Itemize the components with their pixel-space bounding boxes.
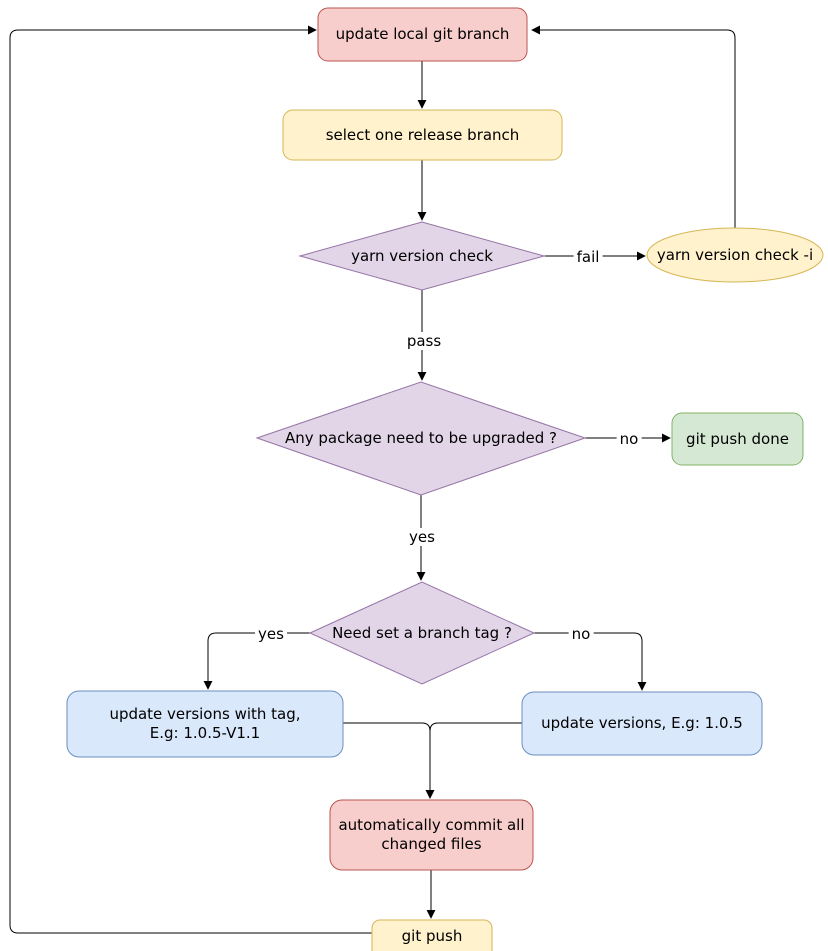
node-shape-need-set-branch-tag (308, 581, 536, 685)
node-shape-yarn-version-check (298, 221, 546, 291)
edge-versions-to-commit (425, 722, 522, 799)
node-shape-auto-commit-changed-files (329, 799, 534, 871)
node-shape-update-versions (521, 691, 763, 756)
node-shape-update-versions-with-tag (66, 690, 344, 758)
edge-tag-yes (203, 632, 310, 690)
edge-check-i-loop (531, 25, 736, 228)
node-shape-select-one-release-branch (282, 109, 563, 161)
node-shape-update-local-git-branch (317, 7, 528, 62)
node-shape-git-push (371, 919, 493, 951)
node-shape-yarn-version-check-i (646, 227, 824, 283)
edge-push-loop (9, 25, 372, 934)
edge-with-tag-to-commit (343, 722, 435, 799)
node-shape-any-package-need-upgrade (255, 381, 587, 496)
node-shape-git-push-done (671, 412, 804, 466)
edge-tag-no (534, 632, 647, 691)
